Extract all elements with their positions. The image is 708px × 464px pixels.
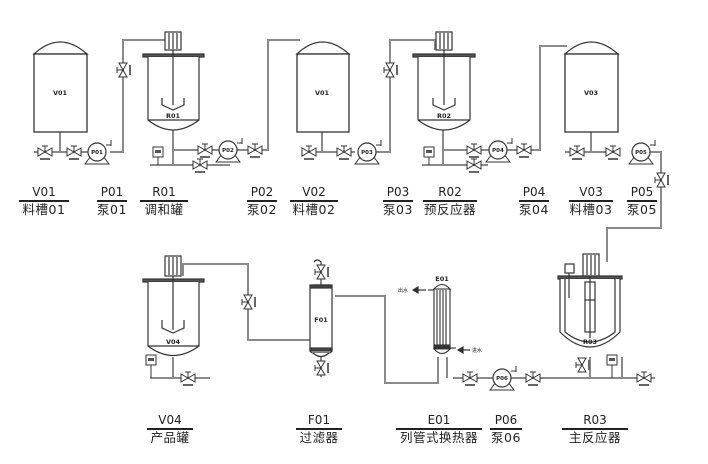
label-P05: P05 泵05 [627,185,657,217]
mark-V01: V01 [53,89,68,97]
label-R02: R02 预反应器 [423,185,477,217]
tank-V03 [563,41,620,133]
gauge-icon [606,354,618,366]
mark-F01: F01 [314,316,328,324]
tank-V02 [295,41,351,133]
level-gauges [145,146,618,378]
mark-E01: E01 [435,275,449,283]
label-P06: P06 泵06 [490,413,522,445]
label-V03: V03 料槽03 [569,185,613,217]
mark-R03: R03 [583,338,597,346]
filter-F01 [309,259,333,358]
label-V01: V01 料槽01 [19,185,69,218]
label-R03: R03 主反应器 [562,413,628,446]
stream-outlet-label: 出水 [398,287,408,294]
mark-V04: V04 [166,338,181,346]
product-tank-V04 [142,255,205,357]
label-F01: F01 过滤器 [296,413,342,446]
tank-V01 [32,41,89,133]
mark-P02: P02 [222,148,234,154]
gauge-icon [423,146,435,158]
mark-P06: P06 [496,376,508,382]
reactor-R01 [142,31,205,131]
mark-P05: P05 [635,150,647,156]
label-P04: P04 泵04 [519,185,549,217]
valve-icon[interactable] [575,357,591,373]
mark-R01: R01 [166,112,181,120]
mark-R02: R02 [437,112,451,120]
label-E01: E01 列管式换热器 [396,413,482,446]
heat-exchanger-E01 [428,283,456,355]
label-P02: P02 泵02 [247,185,277,217]
mark-V03: V03 [584,89,598,97]
gauge-icon [152,146,164,158]
stream-inlet-label: 进水 [472,347,482,354]
label-V04: V04 产品罐 [147,413,193,446]
exchanger-arrows [411,285,470,355]
mark-V02: V01 [315,89,330,97]
mark-P01: P01 [91,150,103,156]
label-R01: R01 调和罐 [140,185,188,218]
label-P03: P03 泵03 [383,185,413,217]
gauge-icon [145,354,157,366]
label-V02: V02 料槽02 [290,185,338,218]
reactor-R02 [412,31,476,131]
mark-P04: P04 [492,148,504,154]
reactor-R03 [557,253,623,348]
mark-P03: P03 [361,150,373,156]
label-P01: P01 泵01 [97,185,127,217]
